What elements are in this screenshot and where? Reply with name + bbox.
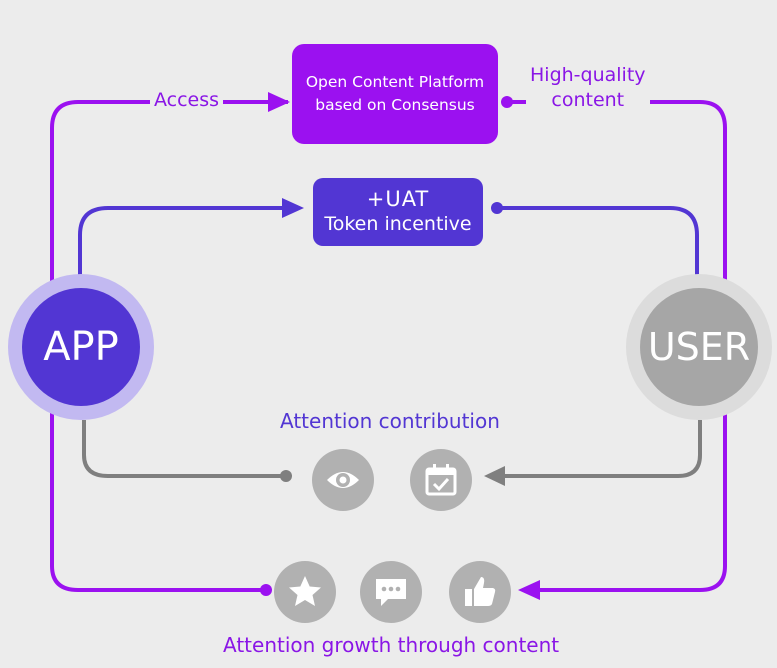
attention-growth-label: Attention growth through content <box>223 633 560 657</box>
token-incentive-box: +UAT Token incentive <box>313 178 483 246</box>
token-line2: Token incentive <box>324 213 472 235</box>
attention-line-right <box>505 420 702 478</box>
growth-line-right <box>540 410 727 592</box>
access-line <box>50 100 288 290</box>
hq-line <box>507 100 727 290</box>
growth-dot <box>260 584 272 596</box>
attention-contribution-label: Attention contribution <box>280 409 500 433</box>
token-line-left <box>78 206 282 275</box>
growth-line-left <box>50 410 268 592</box>
eye-icon <box>312 449 374 511</box>
calendar-check-icon <box>410 449 472 511</box>
hq-line1: High-quality <box>530 64 646 86</box>
token-arrowhead <box>282 198 304 218</box>
open-content-platform-box: Open Content Platform based on Consensus <box>292 44 498 144</box>
access-arrowhead <box>268 92 290 112</box>
platform-line2: based on Consensus <box>315 96 475 114</box>
high-quality-content-label: High-quality content <box>526 63 650 113</box>
chat-icon <box>360 561 422 623</box>
hq-line2: content <box>551 89 625 111</box>
access-label: Access <box>150 89 224 111</box>
app-node: APP <box>22 288 140 406</box>
attention-dot <box>280 470 292 482</box>
user-node: USER <box>640 288 758 406</box>
token-line-right <box>497 206 699 275</box>
token-line1: +UAT <box>366 187 430 211</box>
thumbs-up-icon <box>449 561 511 623</box>
growth-arrowhead <box>518 580 540 600</box>
attention-arrowhead <box>484 466 505 486</box>
attention-line-left <box>82 420 285 478</box>
star-icon <box>274 561 336 623</box>
platform-line1: Open Content Platform <box>305 73 485 91</box>
